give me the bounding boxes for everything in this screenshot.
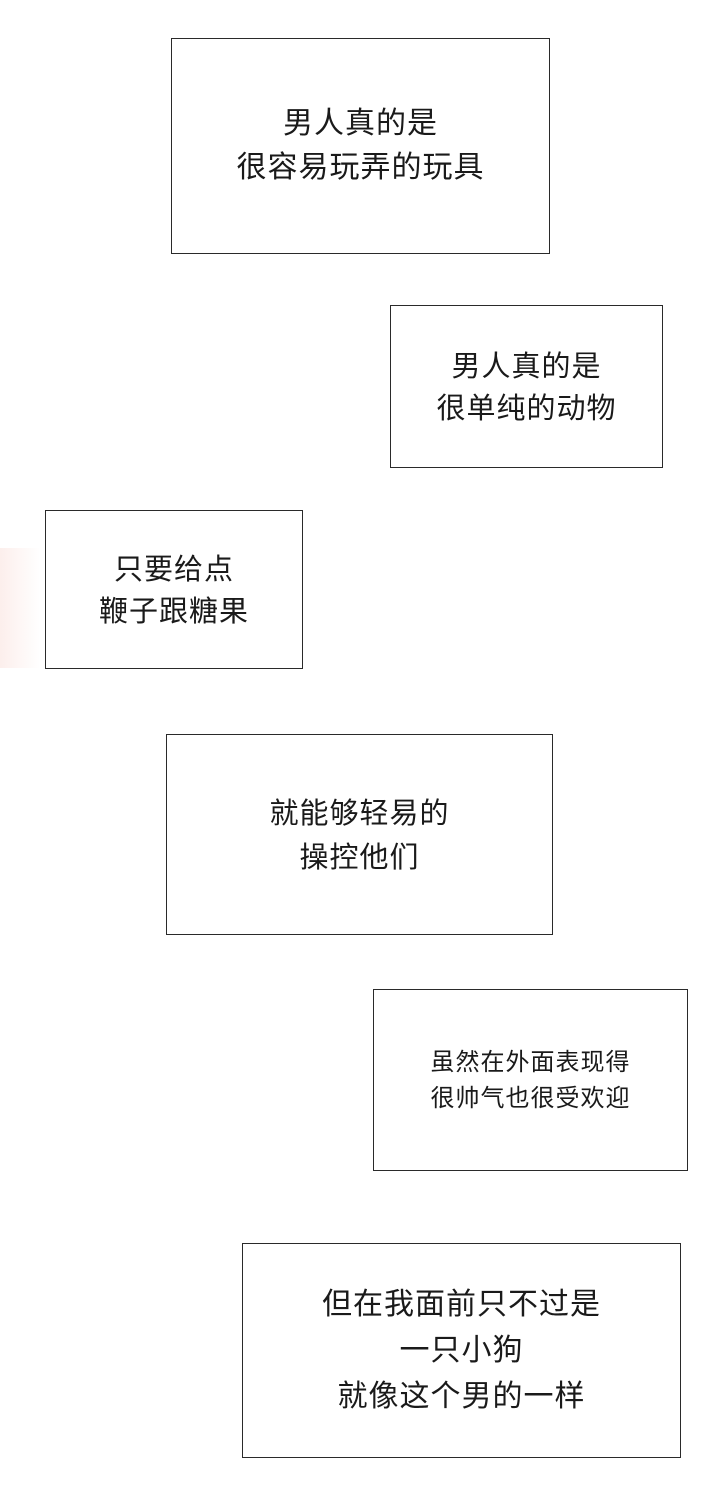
panel-edge-stain xyxy=(0,548,40,668)
caption-text: 只要给点 xyxy=(113,551,234,586)
caption-text: 很容易玩弄的玩具 xyxy=(236,150,485,185)
caption-box-1: 男人真的是 很容易玩弄的玩具 xyxy=(171,38,550,254)
caption-box-2: 男人真的是 很单纯的动物 xyxy=(390,305,663,468)
caption-text: 很单纯的动物 xyxy=(436,390,617,425)
caption-text: 男人真的是 xyxy=(283,106,438,141)
caption-text: 操控他们 xyxy=(299,839,420,874)
caption-text: 但在我面前只不过是 xyxy=(322,1286,601,1322)
caption-text: 男人真的是 xyxy=(451,348,602,383)
caption-box-3: 只要给点 鞭子跟糖果 xyxy=(45,510,303,669)
caption-text: 虽然在外面表现得 xyxy=(430,1048,631,1076)
caption-text: 鞭子跟糖果 xyxy=(98,593,249,628)
caption-box-5: 虽然在外面表现得 很帅气也很受欢迎 xyxy=(373,989,688,1171)
caption-box-4: 就能够轻易的 操控他们 xyxy=(166,734,553,935)
caption-text: 一只小狗 xyxy=(399,1332,524,1368)
caption-text: 就能够轻易的 xyxy=(269,795,450,830)
caption-text: 很帅气也很受欢迎 xyxy=(430,1084,631,1112)
caption-text: 就像这个男的一样 xyxy=(337,1378,586,1414)
caption-box-6: 但在我面前只不过是 一只小狗 就像这个男的一样 xyxy=(242,1243,681,1458)
